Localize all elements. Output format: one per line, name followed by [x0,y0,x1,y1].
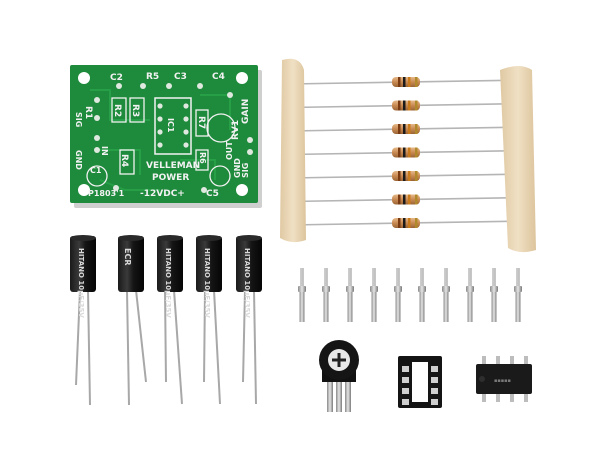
pcb-label-r1: R1 [83,106,93,119]
pcb-label-r7: R7 [196,116,206,129]
capacitor-label: HITANO 10µF/35V [77,248,85,318]
capacitor: HITANO 10µF/35V [70,235,96,406]
capacitor-label: HITANO 10µF/35V [164,248,172,318]
pcb-label-gain: GAIN [241,99,251,124]
tape-right [500,66,536,253]
capacitor-group: HITANO 10µF/35V ECR HITANO 10µF/35V HITA… [70,235,262,406]
pcb-label-supply: -12VDC+ [140,189,185,199]
pcb-label-c2: C2 [110,73,123,83]
pcb-label-c3: C3 [174,72,187,82]
pin [442,268,450,322]
ic-socket [398,356,442,408]
pin [490,268,498,322]
pcb-label-r2: R2 [112,104,122,117]
pin [322,268,330,322]
potentiometer [319,340,359,412]
mounting-hole [78,72,90,84]
pin [418,268,426,322]
pcb-label-gnd-right: GND [233,158,242,178]
mounting-hole [236,72,248,84]
svg-text:▪▪▪▪▪: ▪▪▪▪▪ [494,378,511,384]
resistor [392,100,420,111]
pcb-label-sig-right: SIG [241,163,250,178]
pcb-label-c5: C5 [206,189,219,199]
capacitor: ECR [118,235,147,406]
resistor [392,124,420,134]
pcb-label-rv1: RV1 [231,120,241,140]
capacitor: HITANO 10µF/35V [157,235,183,405]
resistor-strip [280,58,536,253]
pcb-label-part-no: P1803'1 [88,189,125,198]
capacitor-label: HITANO 10µF/35V [203,248,211,318]
pin [298,268,306,322]
ic-chip: ▪▪▪▪▪ [476,356,532,402]
tape-left [280,58,306,243]
ic1-outline [154,97,192,155]
resistor [392,77,420,87]
pcb-body [70,65,258,203]
pcb-label-in: IN [100,146,109,156]
pcb-label-power: POWER [152,173,189,183]
mounting-hole [78,184,90,196]
pcb-label-ic1: IC1 [166,118,175,133]
resistor [392,218,420,228]
pin [370,268,378,322]
capacitor-label: ECR [123,248,132,266]
capacitor-label: HITANO 10µF/35V [243,248,251,318]
pcb-label-r3: R3 [130,104,140,117]
pcb-label-r5: R5 [146,72,159,82]
pcb-label-r4: R4 [119,154,129,167]
pcb-board: C2 R5 C3 C4 R1 R2 R3 IC1 R7 RV1 GAIN SIG… [70,65,262,208]
pcb-label-c4: C4 [212,72,225,82]
pcb-label-velleman: VELLEMAN [146,161,200,171]
pcb-label-out: OUT [225,141,234,160]
resistor [392,194,420,205]
pcb-label-sig-left: SIG [74,112,83,127]
capacitor: HITANO 10µF/35V [196,235,222,405]
resistor [392,171,420,181]
pin [466,268,474,322]
pcb-label-c1: C1 [90,166,102,175]
pcb-label-r6: R6 [198,152,207,164]
pin-row [298,268,522,322]
capacitor: HITANO 10µF/35V [236,235,262,405]
mounting-hole [236,184,248,196]
pin [514,268,522,322]
pin [394,268,402,322]
resistor [392,147,420,158]
pin [346,268,354,322]
pcb-label-gnd-left: GND [74,150,83,170]
